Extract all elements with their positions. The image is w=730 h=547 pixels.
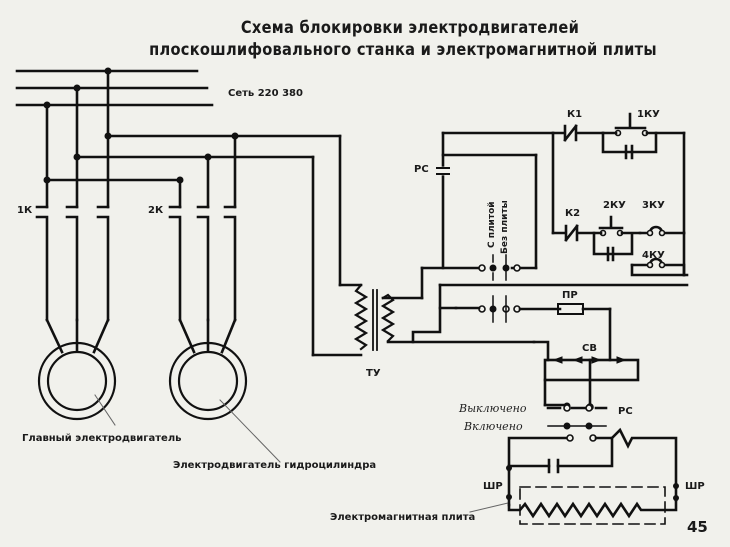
- page-number: 45: [687, 518, 708, 536]
- connector-right-label: ШР: [685, 481, 705, 492]
- relay-contact-rs: [434, 166, 452, 176]
- plate-mode-switch[interactable]: [478, 254, 521, 281]
- button-1ku-label: 1КУ: [637, 109, 660, 120]
- button-2ku-label: 2КУ: [603, 200, 626, 211]
- transformer-tu-label: ТУ: [366, 368, 381, 379]
- power-buses: [15, 69, 214, 107]
- legend-off-label: Выключено: [459, 402, 527, 415]
- rectifier-cb-label: СВ: [582, 343, 597, 354]
- feeder-wires: [43, 67, 363, 357]
- fuse-pr: [557, 303, 612, 362]
- contactor-2k-label: 2К: [148, 205, 164, 216]
- fuse-pr-label: ПР: [562, 290, 578, 301]
- coil-k1-label: К1: [567, 109, 583, 120]
- magnetic-plate-caption: Электромагнитная плита: [330, 512, 476, 523]
- relay-rs-label: РС: [414, 164, 429, 175]
- coil-k2-branch: [551, 131, 689, 277]
- contactor-1k-label: 1К: [17, 205, 33, 216]
- legend-on-label: Включено: [464, 420, 523, 433]
- main-motor: [37, 341, 117, 421]
- control-wiring: [381, 131, 689, 344]
- magnetic-plate-circuit: [506, 427, 679, 525]
- switch-without-plate-label: Без плиты: [500, 200, 510, 254]
- transformer-tu: [353, 283, 396, 351]
- button-4ku-label: 4КУ: [642, 250, 665, 261]
- selector-switch[interactable]: [454, 295, 562, 323]
- coil-k2-label: К2: [565, 208, 581, 219]
- legend-rs-label: РС: [618, 406, 633, 417]
- main-motor-caption: Главный электродвигатель: [22, 433, 182, 444]
- contactor-2k-contacts: [168, 205, 237, 354]
- rectifier-cb: [532, 340, 640, 411]
- contactor-1k-contacts: [35, 205, 110, 354]
- button-3ku-label: 3КУ: [642, 200, 665, 211]
- switch-with-plate-label: С плитой: [487, 201, 497, 248]
- diagram-title-line1: Схема блокировки электродвигателей: [240, 18, 580, 38]
- connector-left-label: ШР: [483, 481, 503, 492]
- network-label: Сеть 220 380: [228, 88, 303, 99]
- relay-legend: [546, 404, 608, 430]
- hydraulic-motor: [168, 341, 248, 421]
- hydro-motor-caption: Электродвигатель гидроцилиндра: [173, 460, 377, 471]
- diagram-title-line2: плоскошлифовального станка и электромагн…: [149, 40, 657, 60]
- coil-k1-branch: [551, 112, 686, 235]
